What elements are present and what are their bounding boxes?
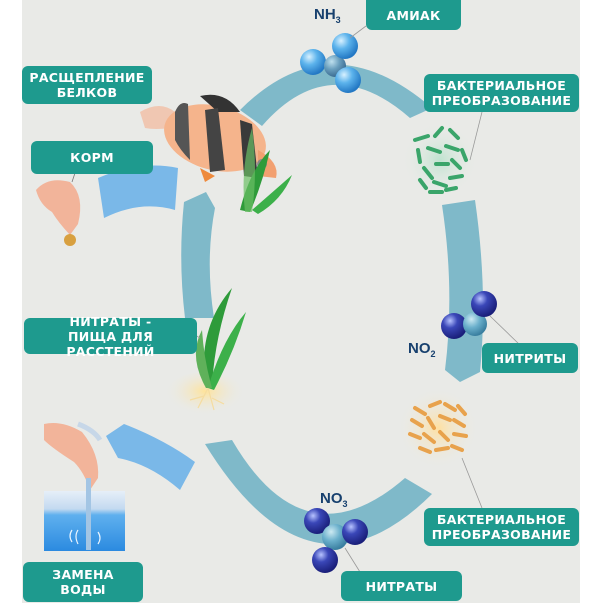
label-bacterial-conversion-1: БАКТЕРИАЛЬНОЕ ПРЕОБРАЗОВАНИЕ [424,74,579,112]
water-change-arrow [106,424,195,490]
label-line: НИТРИТЫ [493,350,567,366]
plant-icon [165,288,246,420]
label-line: НИТРАТЫ [365,578,438,594]
hand-feeding-icon [36,169,81,246]
food-input-arrow [98,165,178,218]
label-line: КОРМ [70,150,114,165]
formula-ammonia: NH3 [314,6,341,25]
label-line: ПИЩА ДЛЯ РАССТЕНИЙ [66,328,155,359]
seaweed-icon [240,128,292,214]
label-line: ВОДЫ [60,582,106,597]
formula-subscript: 2 [430,349,436,359]
label-line: ПРЕОБРАЗОВАНИЕ [431,93,572,108]
label-line: ЗАМЕНА [52,567,114,582]
formula-base: NO [320,490,343,507]
label-nitrites: НИТРИТЫ [482,343,578,373]
orange-bacteria-icon [398,388,483,509]
label-protein-breakdown: РАСЩЕПЛЕНИЕ БЕЛКОВ [22,66,152,104]
label-line: РАСЩЕПЛЕНИЕ [29,70,145,85]
water-change-hand-icon [44,421,125,551]
cycle-arrow-left [181,192,215,318]
label-line: БЕЛКОВ [56,85,118,100]
label-ammonia: АМИАК [366,0,461,30]
label-line: БАКТЕРИАЛЬНОЕ [436,78,567,93]
nitrite-molecule-icon [441,291,521,346]
green-bacteria-icon [402,111,483,198]
label-line: ПРЕОБРАЗОВАНИЕ [431,527,572,542]
nitrate-molecule-icon [304,508,368,581]
label-line: АМИАК [386,7,441,23]
cycle-arrow-bottom [205,440,432,545]
formula-nitrate: NO3 [320,490,348,509]
label-line: НИТРАТЫ - [69,313,152,329]
formula-subscript: 3 [335,15,341,25]
label-nitrates: НИТРАТЫ [341,571,462,601]
label-water-change: ЗАМЕНА ВОДЫ [23,562,143,602]
formula-nitrite: NO2 [408,340,436,359]
label-line: БАКТЕРИАЛЬНОЕ [436,512,567,527]
formula-base: NO [408,340,431,357]
ammonia-molecule-icon [300,25,367,93]
formula-base: NH [314,6,336,23]
label-food: КОРМ [31,141,153,174]
cycle-arrow-top [240,64,432,126]
cycle-arrow-right [442,200,484,382]
formula-subscript: 3 [342,499,348,509]
label-bacterial-conversion-2: БАКТЕРИАЛЬНОЕ ПРЕОБРАЗОВАНИЕ [424,508,579,546]
label-nitrates-plant-food: НИТРАТЫ - ПИЩА ДЛЯ РАССТЕНИЙ [24,314,197,359]
